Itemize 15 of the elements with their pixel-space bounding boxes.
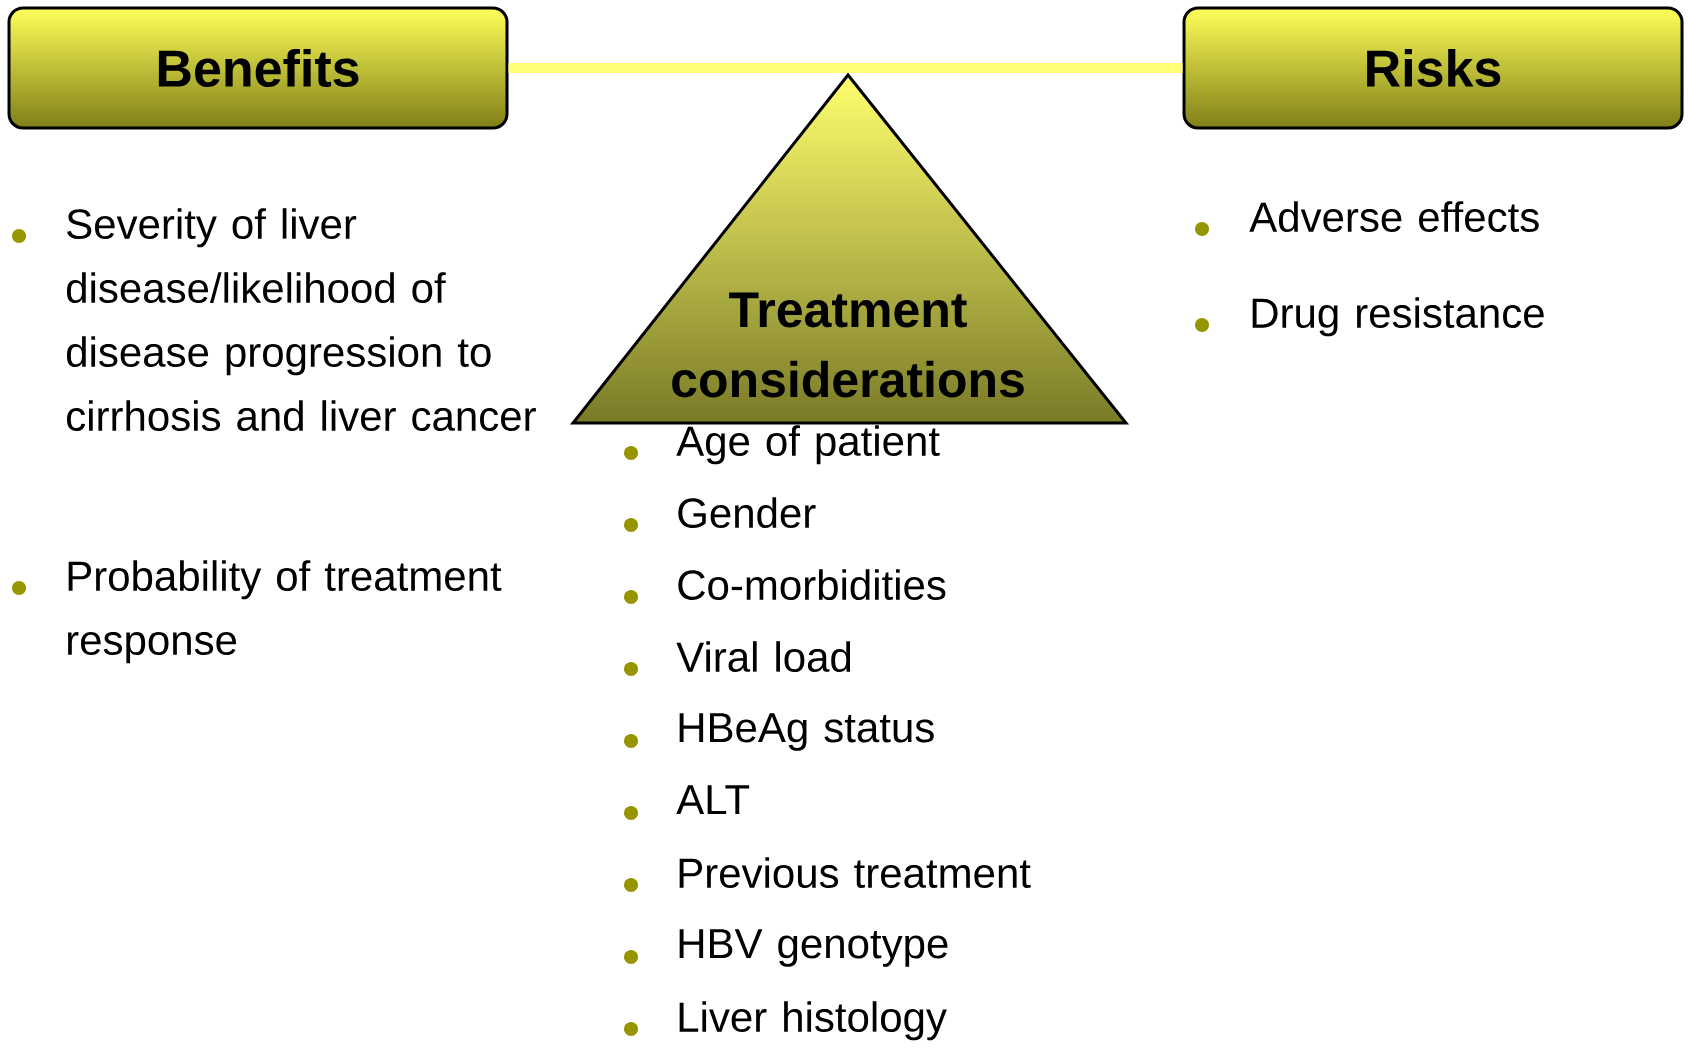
list-item: Co-morbidities <box>678 569 946 601</box>
list-item: HBeAg status <box>679 713 934 751</box>
list-item: Drug resistance <box>1252 297 1544 337</box>
list-item: HBV genotype <box>679 929 948 967</box>
list-item: Severity of liver disease/likelihood of disease progression to cirrhosis and liver cancer <box>66 208 536 432</box>
list-item: Gender <box>678 497 816 529</box>
title-box: Benefits <box>7 6 509 130</box>
list-item: Previous treatment <box>679 857 1031 889</box>
list-item: ALT <box>676 785 750 815</box>
list-item: Probability of treatment response <box>68 560 502 664</box>
list-item: Viral load <box>676 641 851 673</box>
list-item: Liver histology <box>679 1001 947 1041</box>
beam-line <box>508 63 1183 73</box>
list-item: Adverse effects <box>1249 201 1539 233</box>
title-box: Risks <box>1182 6 1684 130</box>
